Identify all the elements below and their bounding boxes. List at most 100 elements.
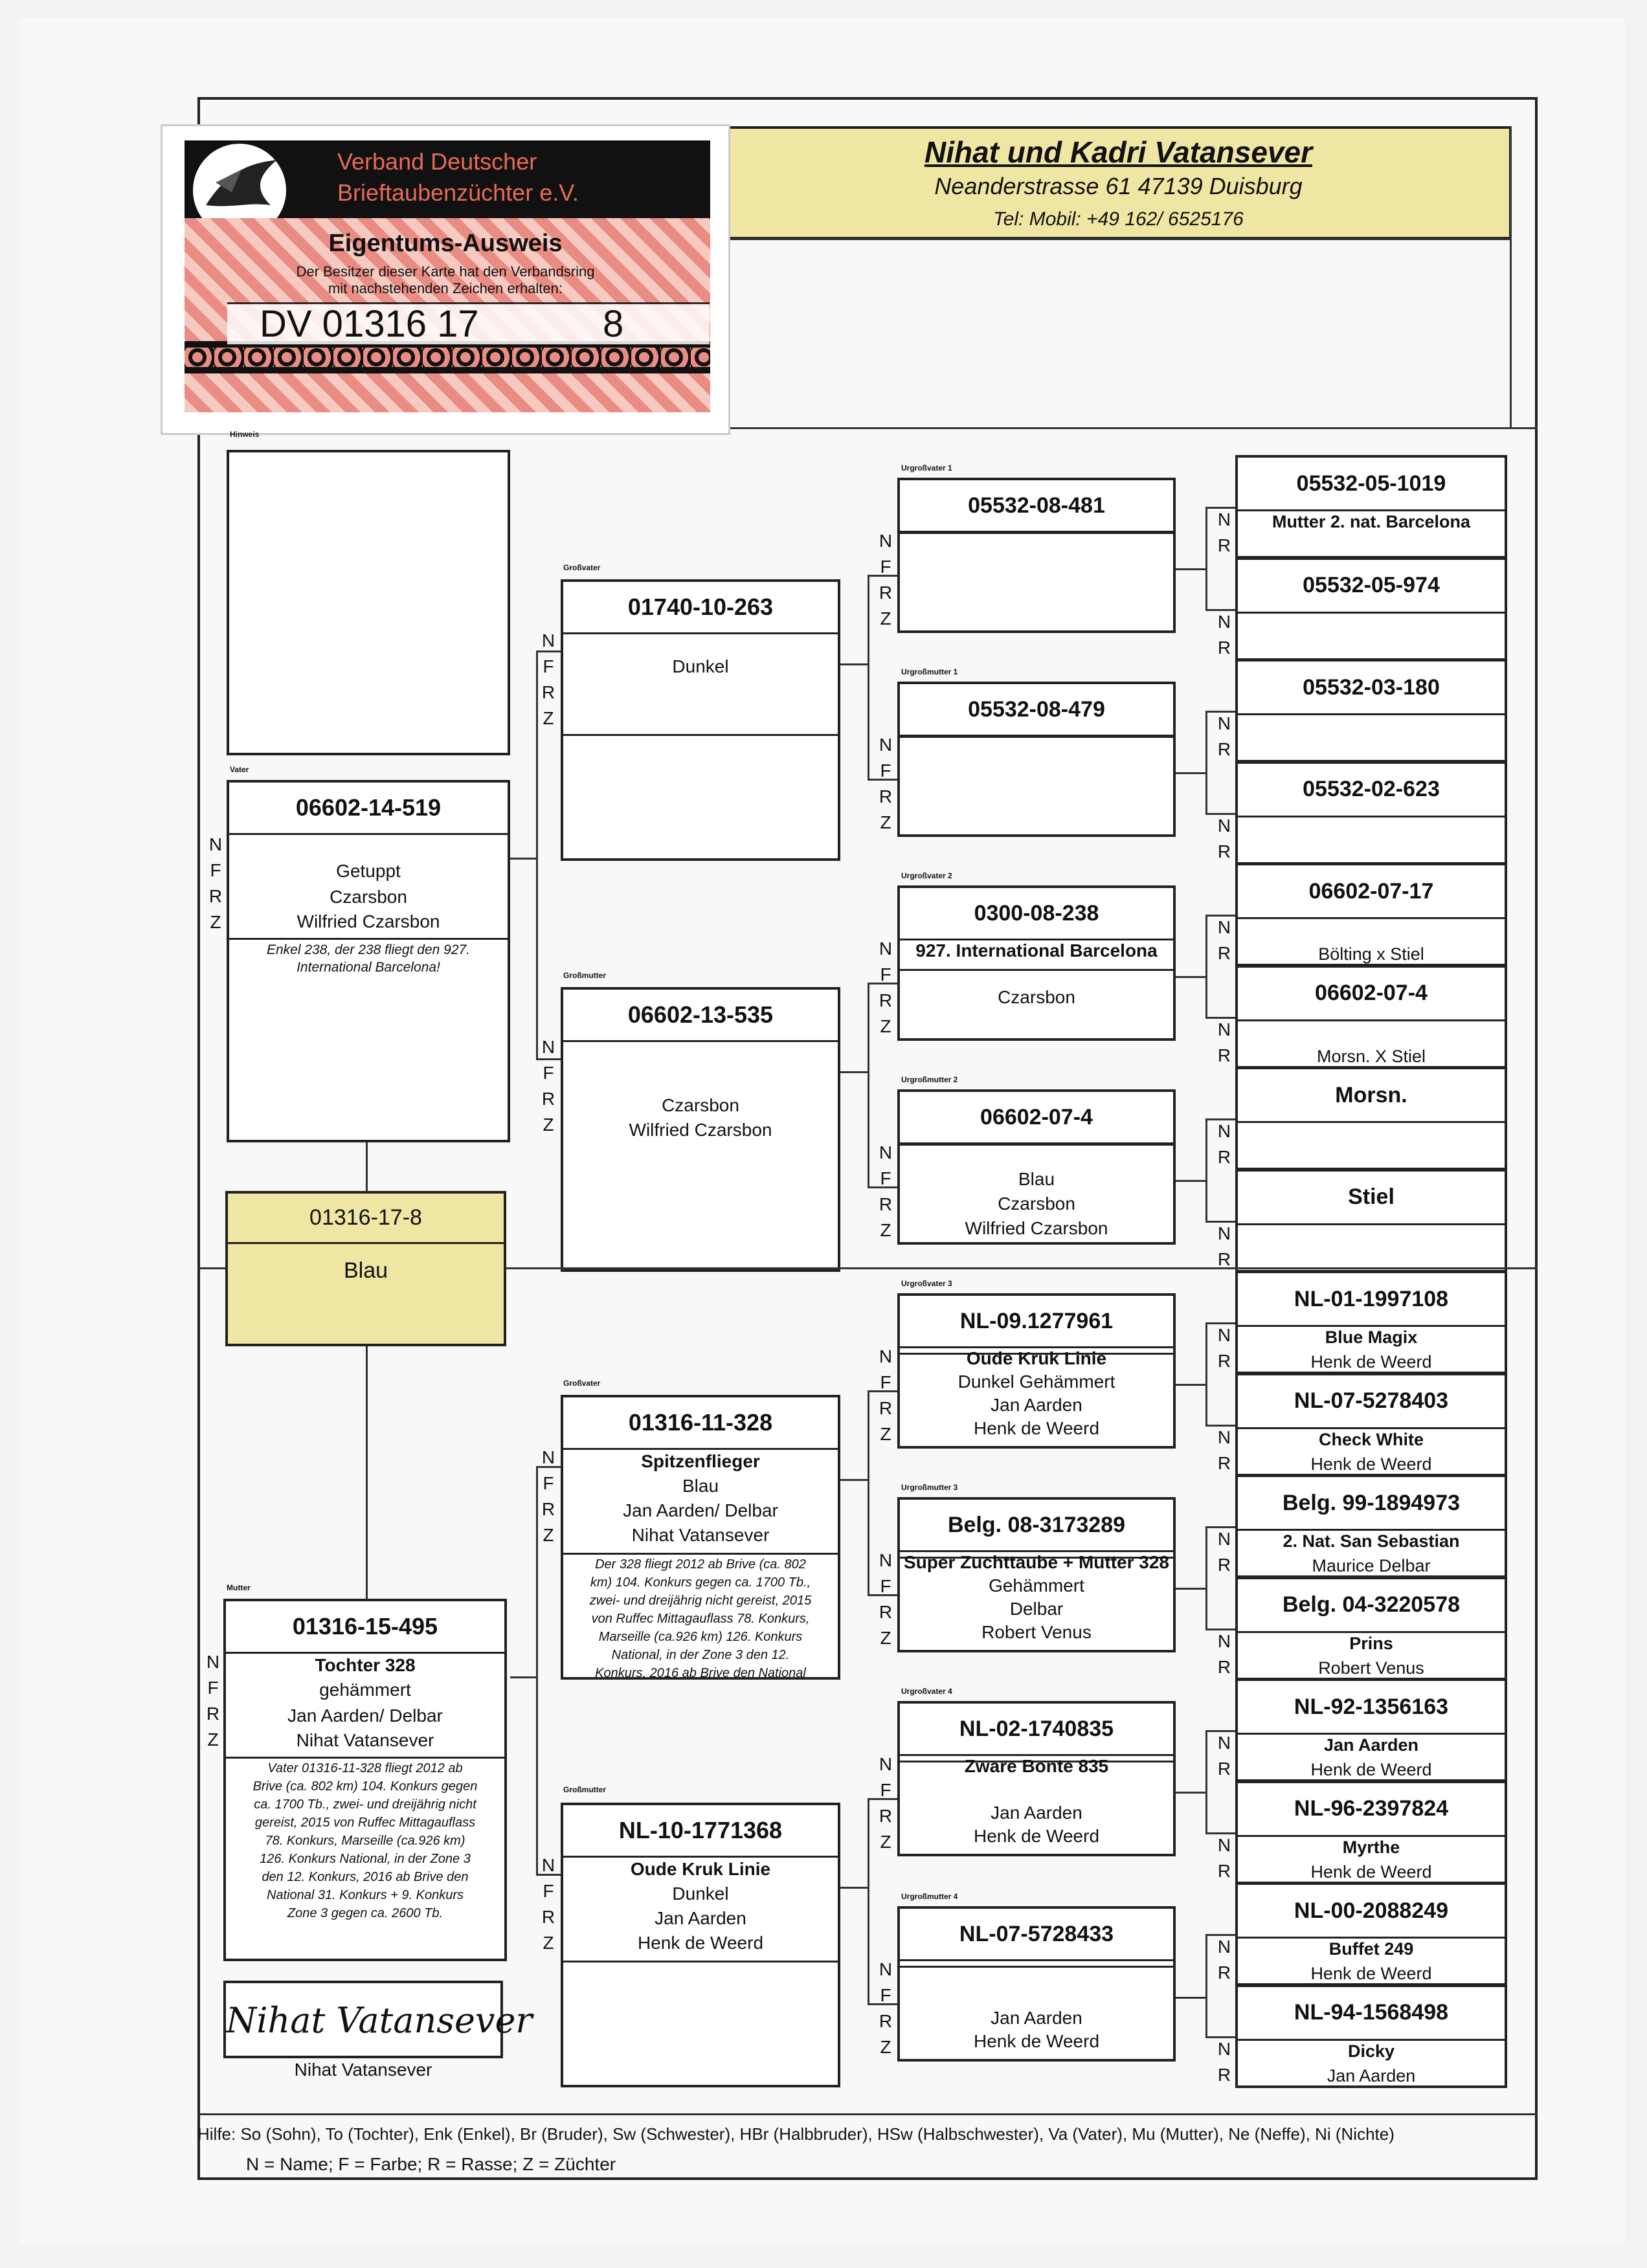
label-ugm3: Urgroßmutter 3 bbox=[901, 1483, 958, 1492]
ururgross-16-line-2: Jan Aarden bbox=[1327, 2065, 1416, 2085]
label-ugv4: Urgroßvater 4 bbox=[901, 1687, 952, 1696]
connector-line bbox=[1205, 608, 1235, 611]
ururgross-2: 05532-05-974 bbox=[1235, 557, 1507, 661]
urgross-7-line-1: Zware Bonte 835 bbox=[964, 1756, 1109, 1776]
card-ring-number: DV 01316 17 bbox=[260, 303, 479, 345]
ururgross-7: Morsn. bbox=[1235, 1067, 1507, 1170]
ururgross-8-ring: Stiel bbox=[1238, 1172, 1505, 1225]
label-gm1: Großmutter bbox=[563, 971, 606, 980]
card-org-line1: Verband Deutscher bbox=[337, 148, 537, 175]
footer-rule bbox=[197, 2113, 1538, 2115]
urgross-3-ring: 0300-08-238 bbox=[900, 888, 1173, 940]
connector-line bbox=[868, 983, 897, 984]
connector-line bbox=[1205, 1934, 1235, 1936]
ururgross-9-line-2: Henk de Weerd bbox=[1310, 1352, 1432, 1372]
ururgross-12-ring: Belg. 04-3220578 bbox=[1238, 1579, 1505, 1633]
ururgross-1-ring: 05532-05-1019 bbox=[1238, 458, 1505, 511]
footer-legend: Hilfe: So (Sohn), To (Tochter), Enk (Enk… bbox=[197, 2124, 1395, 2144]
mutter-line-2: gehämmert bbox=[319, 1680, 411, 1700]
connector-vater-subject bbox=[366, 1142, 368, 1191]
ururgross-1-line-1: Mutter 2. nat. Barcelona bbox=[1272, 512, 1471, 531]
ururgross-13-ring: NL-92-1356163 bbox=[1238, 1681, 1505, 1735]
urgross-5-line-3: Jan Aarden bbox=[991, 1395, 1082, 1415]
connector-line bbox=[1205, 1118, 1235, 1120]
connector-line bbox=[1205, 1628, 1235, 1630]
owner-phone: Tel: Mobil: +49 162/ 6525176 bbox=[993, 208, 1244, 230]
urgross-6-line-2: Gehämmert bbox=[989, 1575, 1084, 1595]
grossvater-2-line-4: Nihat Vatansever bbox=[631, 1525, 770, 1545]
connector-line bbox=[1205, 1526, 1207, 1629]
connector-line bbox=[1205, 1730, 1207, 1832]
ururgross-11-line-2: Maurice Delbar bbox=[1312, 1556, 1431, 1575]
connector-line bbox=[868, 1798, 869, 2003]
middle-rule bbox=[197, 1267, 1538, 1269]
vater-line-3: Wilfried Czarsbon bbox=[297, 911, 440, 931]
urgross-6-line-1: Super Zuchttaube + Mutter 328 bbox=[904, 1552, 1169, 1572]
ururgross-6-line-2: Morsn. X Stiel bbox=[1316, 1046, 1426, 1066]
connector-line bbox=[536, 1058, 561, 1060]
urgross-2: 05532-08-479 bbox=[897, 682, 1176, 837]
ururgross-13-line-1: Jan Aarden bbox=[1323, 1735, 1419, 1755]
ururgross-10-line-1: Check White bbox=[1318, 1429, 1424, 1449]
connector-subject-mutter bbox=[366, 1346, 368, 1600]
vater-note: Enkel 238, der 238 fliegt den 927.Intern… bbox=[266, 942, 471, 975]
connector-line bbox=[1205, 1322, 1207, 1425]
connector-line bbox=[1176, 1588, 1205, 1590]
card-ring-suffix: 8 bbox=[603, 303, 624, 345]
subject-ring: 01316-17-8 bbox=[228, 1194, 504, 1244]
grossmutter-2-line-3: Jan Aarden bbox=[655, 1908, 746, 1928]
grossmutter-2-line-4: Henk de Weerd bbox=[637, 1933, 764, 1953]
pedigree-frame bbox=[197, 97, 1538, 2180]
ururgross-4-ring: 05532-02-623 bbox=[1238, 764, 1505, 817]
connector-line bbox=[536, 1466, 561, 1468]
connector-line bbox=[1205, 812, 1235, 815]
ururgross-15-ring: NL-00-2088249 bbox=[1238, 1885, 1505, 1939]
grossmutter-1-line-2: Wilfried Czarsbon bbox=[629, 1120, 772, 1140]
connector-line bbox=[1205, 1118, 1207, 1221]
connector-line bbox=[1176, 1792, 1205, 1794]
ururgross-10-ring: NL-07-5278403 bbox=[1238, 1375, 1505, 1429]
signature-printed: Nihat Vatansever bbox=[294, 2060, 432, 2080]
urgross-1-ring: 05532-08-481 bbox=[900, 480, 1173, 533]
connector-line bbox=[510, 858, 536, 860]
connector-line bbox=[868, 1390, 869, 1594]
connector-line bbox=[868, 983, 869, 1186]
ururgross-14-line-1: Myrthe bbox=[1342, 1837, 1400, 1857]
card-ring-field bbox=[227, 302, 710, 346]
ururgross-16-ring: NL-94-1568498 bbox=[1238, 1987, 1505, 2041]
connector-line bbox=[1205, 915, 1207, 1017]
connector-line bbox=[868, 1594, 897, 1596]
grossvater-2-line-3: Jan Aarden/ Delbar bbox=[623, 1500, 778, 1520]
connector-line bbox=[536, 1874, 561, 1876]
connector-line bbox=[840, 1887, 868, 1889]
connector-line bbox=[1176, 772, 1205, 774]
connector-line bbox=[1205, 1832, 1235, 1834]
mutter-line-1: Tochter 328 bbox=[315, 1655, 416, 1675]
ururgross-10-line-2: Henk de Weerd bbox=[1310, 1454, 1432, 1474]
grossmutter-2-ring: NL-10-1771368 bbox=[563, 1805, 838, 1858]
owner-name: Nihat und Kadri Vatansever bbox=[924, 135, 1312, 169]
ururgross-7-ring: Morsn. bbox=[1238, 1069, 1505, 1123]
